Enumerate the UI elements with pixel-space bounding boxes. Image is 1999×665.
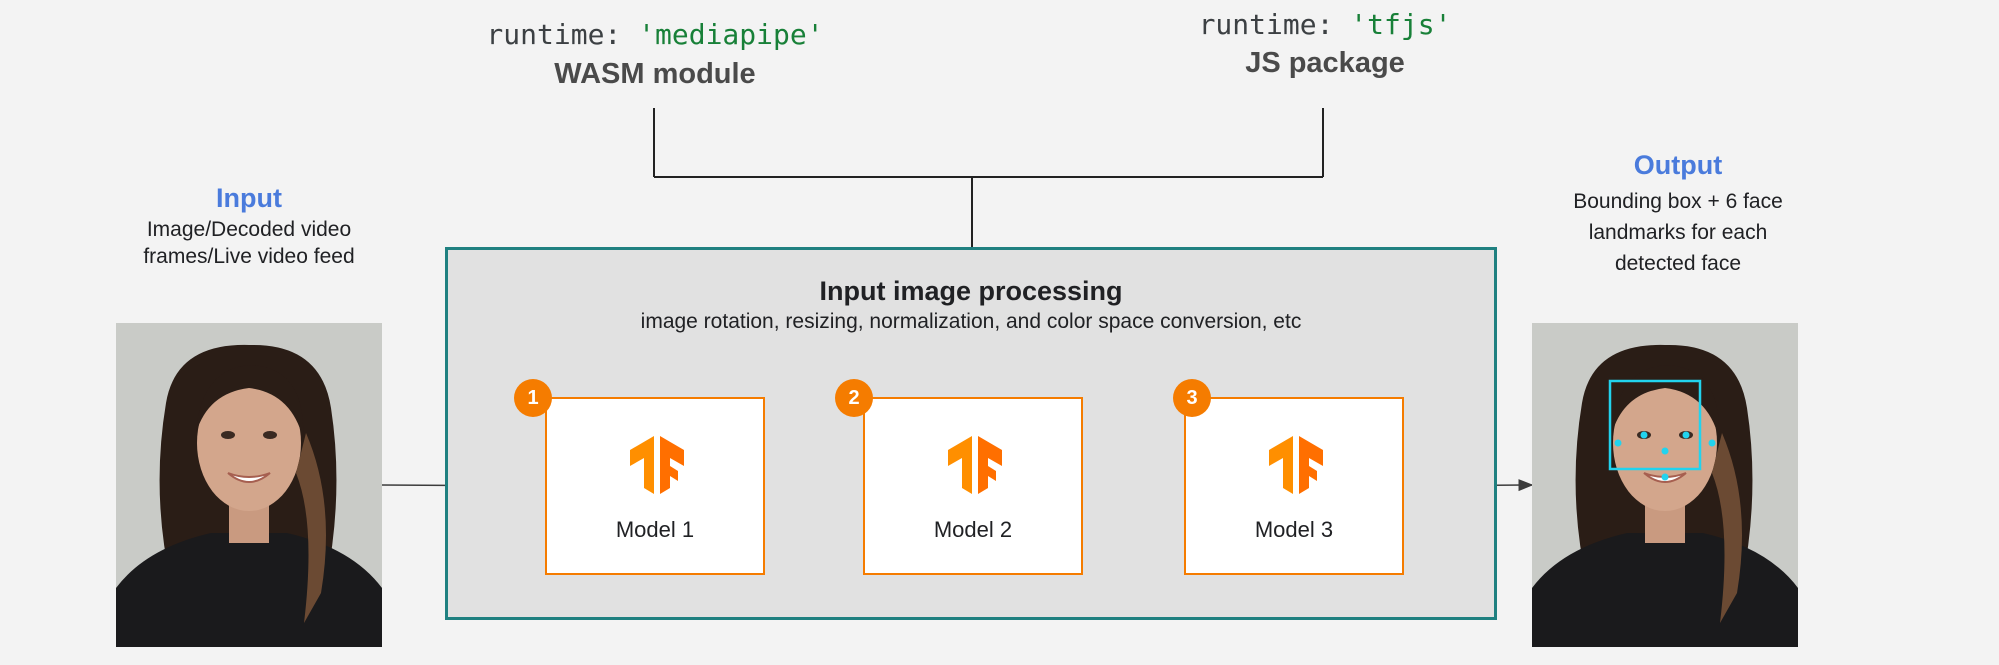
runtime-tfjs-value: 'tfjs': [1350, 8, 1452, 41]
model-1-box: Model 1: [545, 397, 765, 575]
output-desc-line: landmarks for each: [1588, 221, 1768, 244]
output-title: Output: [1633, 150, 1723, 180]
runtime-mediapipe-value: 'mediapipe': [638, 18, 824, 51]
output-photo: [1532, 323, 1798, 647]
output-description: Bounding box + 6 face landmarks for each…: [1522, 186, 1834, 279]
input-desc-line: Image/Decoded video: [146, 218, 352, 241]
model-1-badge: 1: [514, 379, 552, 417]
input-photo: [116, 323, 382, 647]
model-3-label: Model 3: [1254, 517, 1334, 542]
input-title: Input: [216, 183, 282, 213]
runtime-tfjs-prefix: runtime:: [1198, 8, 1334, 41]
model-2-badge: 2: [835, 379, 873, 417]
model-2-label: Model 2: [933, 517, 1013, 542]
js-package-title: JS package: [1245, 47, 1405, 79]
model-1-label: Model 1: [615, 517, 695, 542]
runtime-mediapipe-line: runtime: 'mediapipe': [420, 18, 890, 51]
tensorflow-icon: [630, 436, 684, 494]
output-desc-line: Bounding box + 6 face: [1573, 190, 1783, 213]
output-desc-line: detected face: [1614, 252, 1742, 275]
runtime-tfjs-line: runtime: 'tfjs': [1090, 8, 1560, 41]
model-3-badge: 3: [1173, 379, 1211, 417]
input-desc-line: frames/Live video feed: [143, 245, 355, 268]
input-description: Image/Decoded video frames/Live video fe…: [96, 216, 402, 270]
model-3-box: Model 3: [1184, 397, 1404, 575]
face-detection-box: [1608, 379, 1716, 481]
runtime-mediapipe-prefix: runtime:: [486, 18, 622, 51]
tensorflow-icon: [948, 436, 1002, 494]
tensorflow-icon: [1269, 436, 1323, 494]
model-2-box: Model 2: [863, 397, 1083, 575]
processing-title: Input image processing: [819, 276, 1123, 306]
wasm-module-title: WASM module: [554, 58, 756, 90]
runtime-bracket: [653, 108, 1324, 247]
processing-description: image rotation, resizing, normalization,…: [640, 310, 1302, 333]
